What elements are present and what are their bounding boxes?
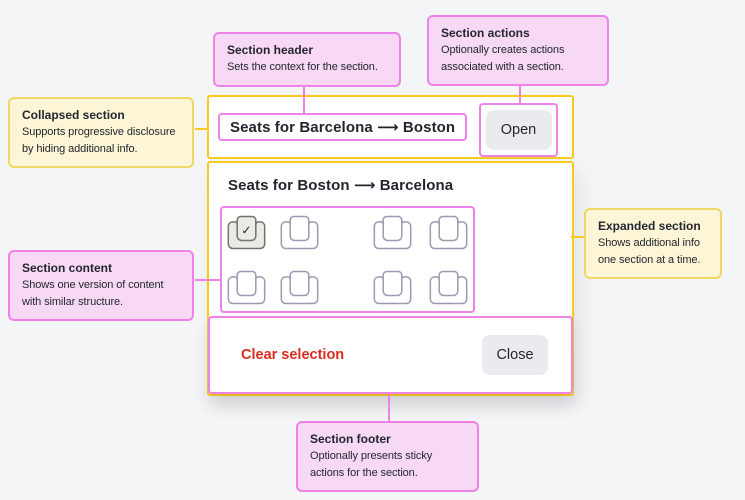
callout-body: Sets the context for the section. <box>227 61 378 74</box>
callout-title: Collapsed section <box>22 108 125 122</box>
check-icon: ✓ <box>241 224 251 238</box>
callout-body: Optionally creates actions associated wi… <box>441 44 565 73</box>
connector-section-actions <box>519 77 521 105</box>
callout-section-footer: Section footer Optionally presents stick… <box>296 421 479 493</box>
seat-map: ✓ <box>222 208 473 311</box>
connector-section-header <box>303 80 305 115</box>
seat-icon[interactable] <box>429 213 468 252</box>
seat-group-left: ✓ <box>227 213 319 306</box>
seat-icon[interactable] <box>280 268 319 307</box>
section-footer-highlight: Clear selection Close <box>208 316 573 394</box>
clear-selection-button[interactable]: Clear selection <box>241 347 345 363</box>
callout-title: Expanded section <box>598 219 701 233</box>
connector-section-content <box>195 279 221 281</box>
seat-icon[interactable] <box>280 213 319 252</box>
callout-title: Section footer <box>310 432 391 446</box>
callout-body: Optionally presents sticky actions for t… <box>310 450 433 479</box>
connector-collapsed-section <box>195 128 208 130</box>
callout-section-header: Section header Sets the context for the … <box>213 32 401 87</box>
seat-icon[interactable] <box>373 268 412 307</box>
section-actions-highlight: Open <box>479 103 558 157</box>
seat-icon[interactable] <box>373 213 412 252</box>
callout-section-content: Section content Shows one version of con… <box>8 250 194 322</box>
open-button[interactable]: Open <box>485 110 552 150</box>
callout-collapsed-section: Collapsed section Supports progressive d… <box>8 97 194 169</box>
callout-expanded-section: Expanded section Shows additional info o… <box>584 208 722 280</box>
close-button[interactable]: Close <box>482 335 548 375</box>
callout-body: Shows additional info one section at a t… <box>598 237 701 266</box>
seat-icon[interactable] <box>227 268 266 307</box>
section-header-highlight: Seats for Barcelona ⟶ Boston <box>218 113 468 141</box>
callout-title: Section content <box>22 261 113 275</box>
seat-group-right <box>373 213 468 306</box>
connector-expanded-section <box>571 236 585 238</box>
callout-section-actions: Section actions Optionally creates actio… <box>427 15 609 87</box>
callout-body: Shows one version of content with simila… <box>22 279 164 308</box>
callout-title: Section header <box>227 43 314 57</box>
callout-body: Supports progressive disclosure by hidin… <box>22 126 176 155</box>
expanded-section-title: Seats for Boston ⟶ Barcelona <box>228 177 454 194</box>
section-content-highlight: ✓ <box>220 206 475 313</box>
seat-icon[interactable] <box>429 268 468 307</box>
callout-title: Section actions <box>441 26 530 40</box>
seat-selected-icon[interactable]: ✓ <box>227 213 266 252</box>
connector-section-footer <box>388 392 390 423</box>
collapsed-section-title: Seats for Barcelona ⟶ Boston <box>230 119 456 136</box>
